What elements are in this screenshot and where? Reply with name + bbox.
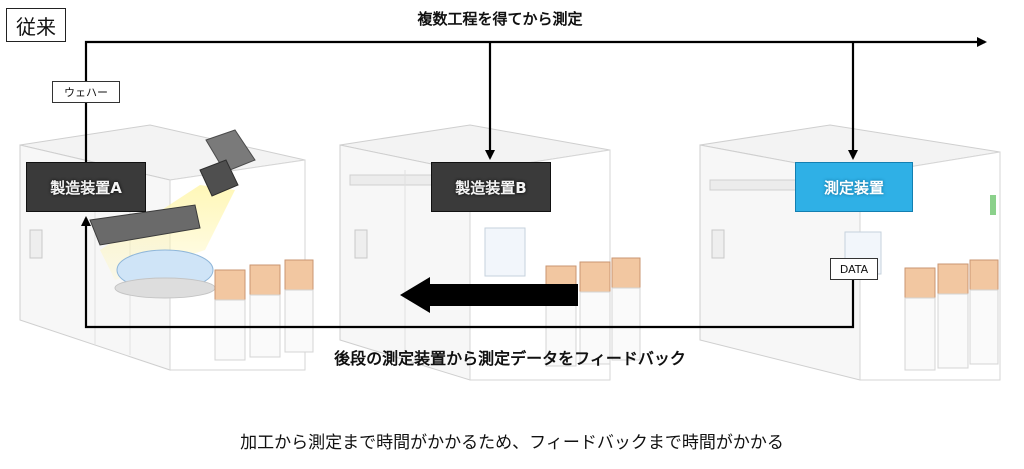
machine-a-illustration — [19, 124, 314, 371]
wafer-label: ウェハー — [52, 81, 120, 103]
feedback-loop-line — [81, 216, 855, 329]
feedback-arrow — [400, 277, 578, 313]
bottom-caption: 加工から測定まで時間がかかるため、フィードバックまで時間がかかる — [240, 433, 784, 453]
feedback-caption: 後段の測定装置から測定データをフィードバック — [334, 349, 686, 368]
process-flow-arrows — [84, 37, 987, 162]
measurement-equipment-label: 測定装置 — [795, 162, 913, 212]
equipment-b-label: 製造装置B — [431, 162, 551, 212]
data-label: DATA — [830, 258, 878, 280]
camera-illustration — [199, 129, 256, 197]
top-process-caption: 複数工程を得てから測定 — [417, 10, 583, 28]
title-label: 従来 — [6, 8, 66, 42]
equipment-a-label: 製造装置A — [26, 162, 146, 212]
chemical-bins-measure — [904, 259, 999, 371]
